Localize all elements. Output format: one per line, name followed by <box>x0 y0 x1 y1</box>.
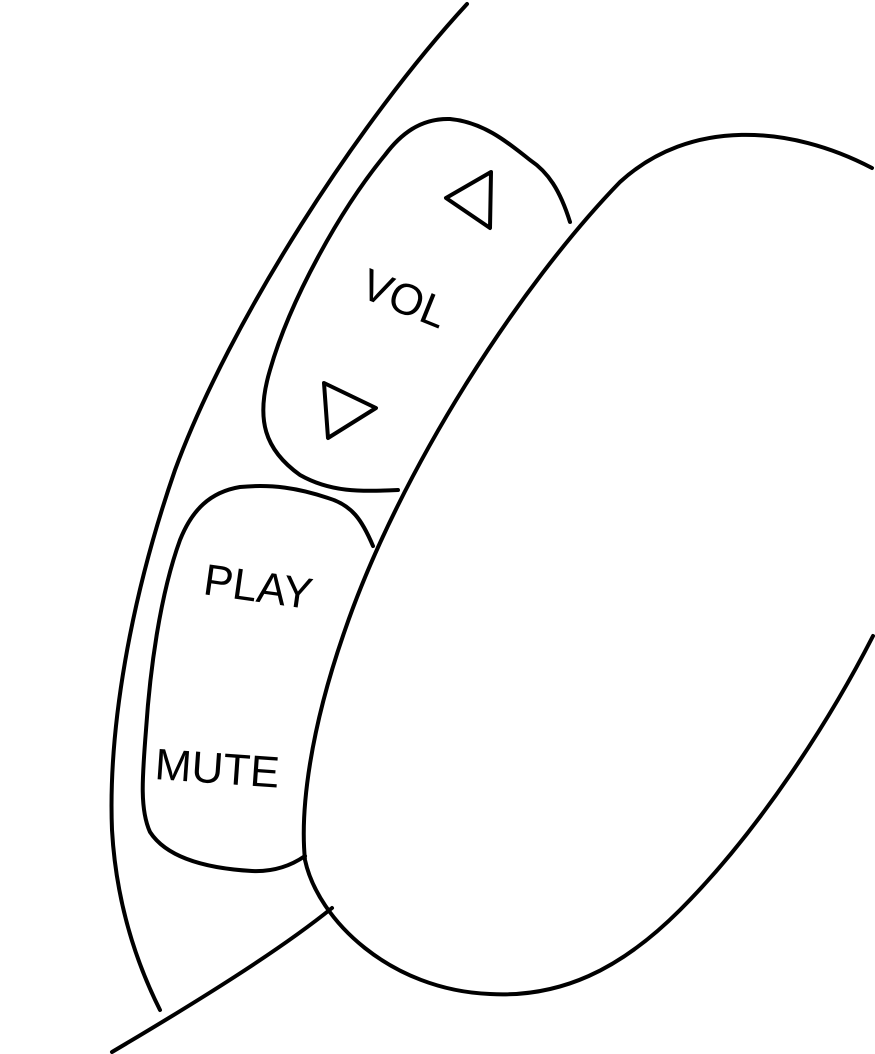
play-label[interactable]: PLAY <box>201 555 316 619</box>
play-mute-button-outline[interactable] <box>140 484 375 874</box>
volume-down-triangle-icon[interactable] <box>322 381 378 440</box>
volume-label: VOL <box>354 260 454 338</box>
steering-wheel-rim-outer <box>109 2 469 1012</box>
steering-wheel-hub <box>301 132 875 997</box>
steering-wheel-rim-lower <box>110 906 334 1054</box>
mute-label[interactable]: MUTE <box>153 740 281 798</box>
volume-button-outline[interactable] <box>261 116 572 493</box>
volume-up-triangle-icon[interactable] <box>444 170 493 230</box>
